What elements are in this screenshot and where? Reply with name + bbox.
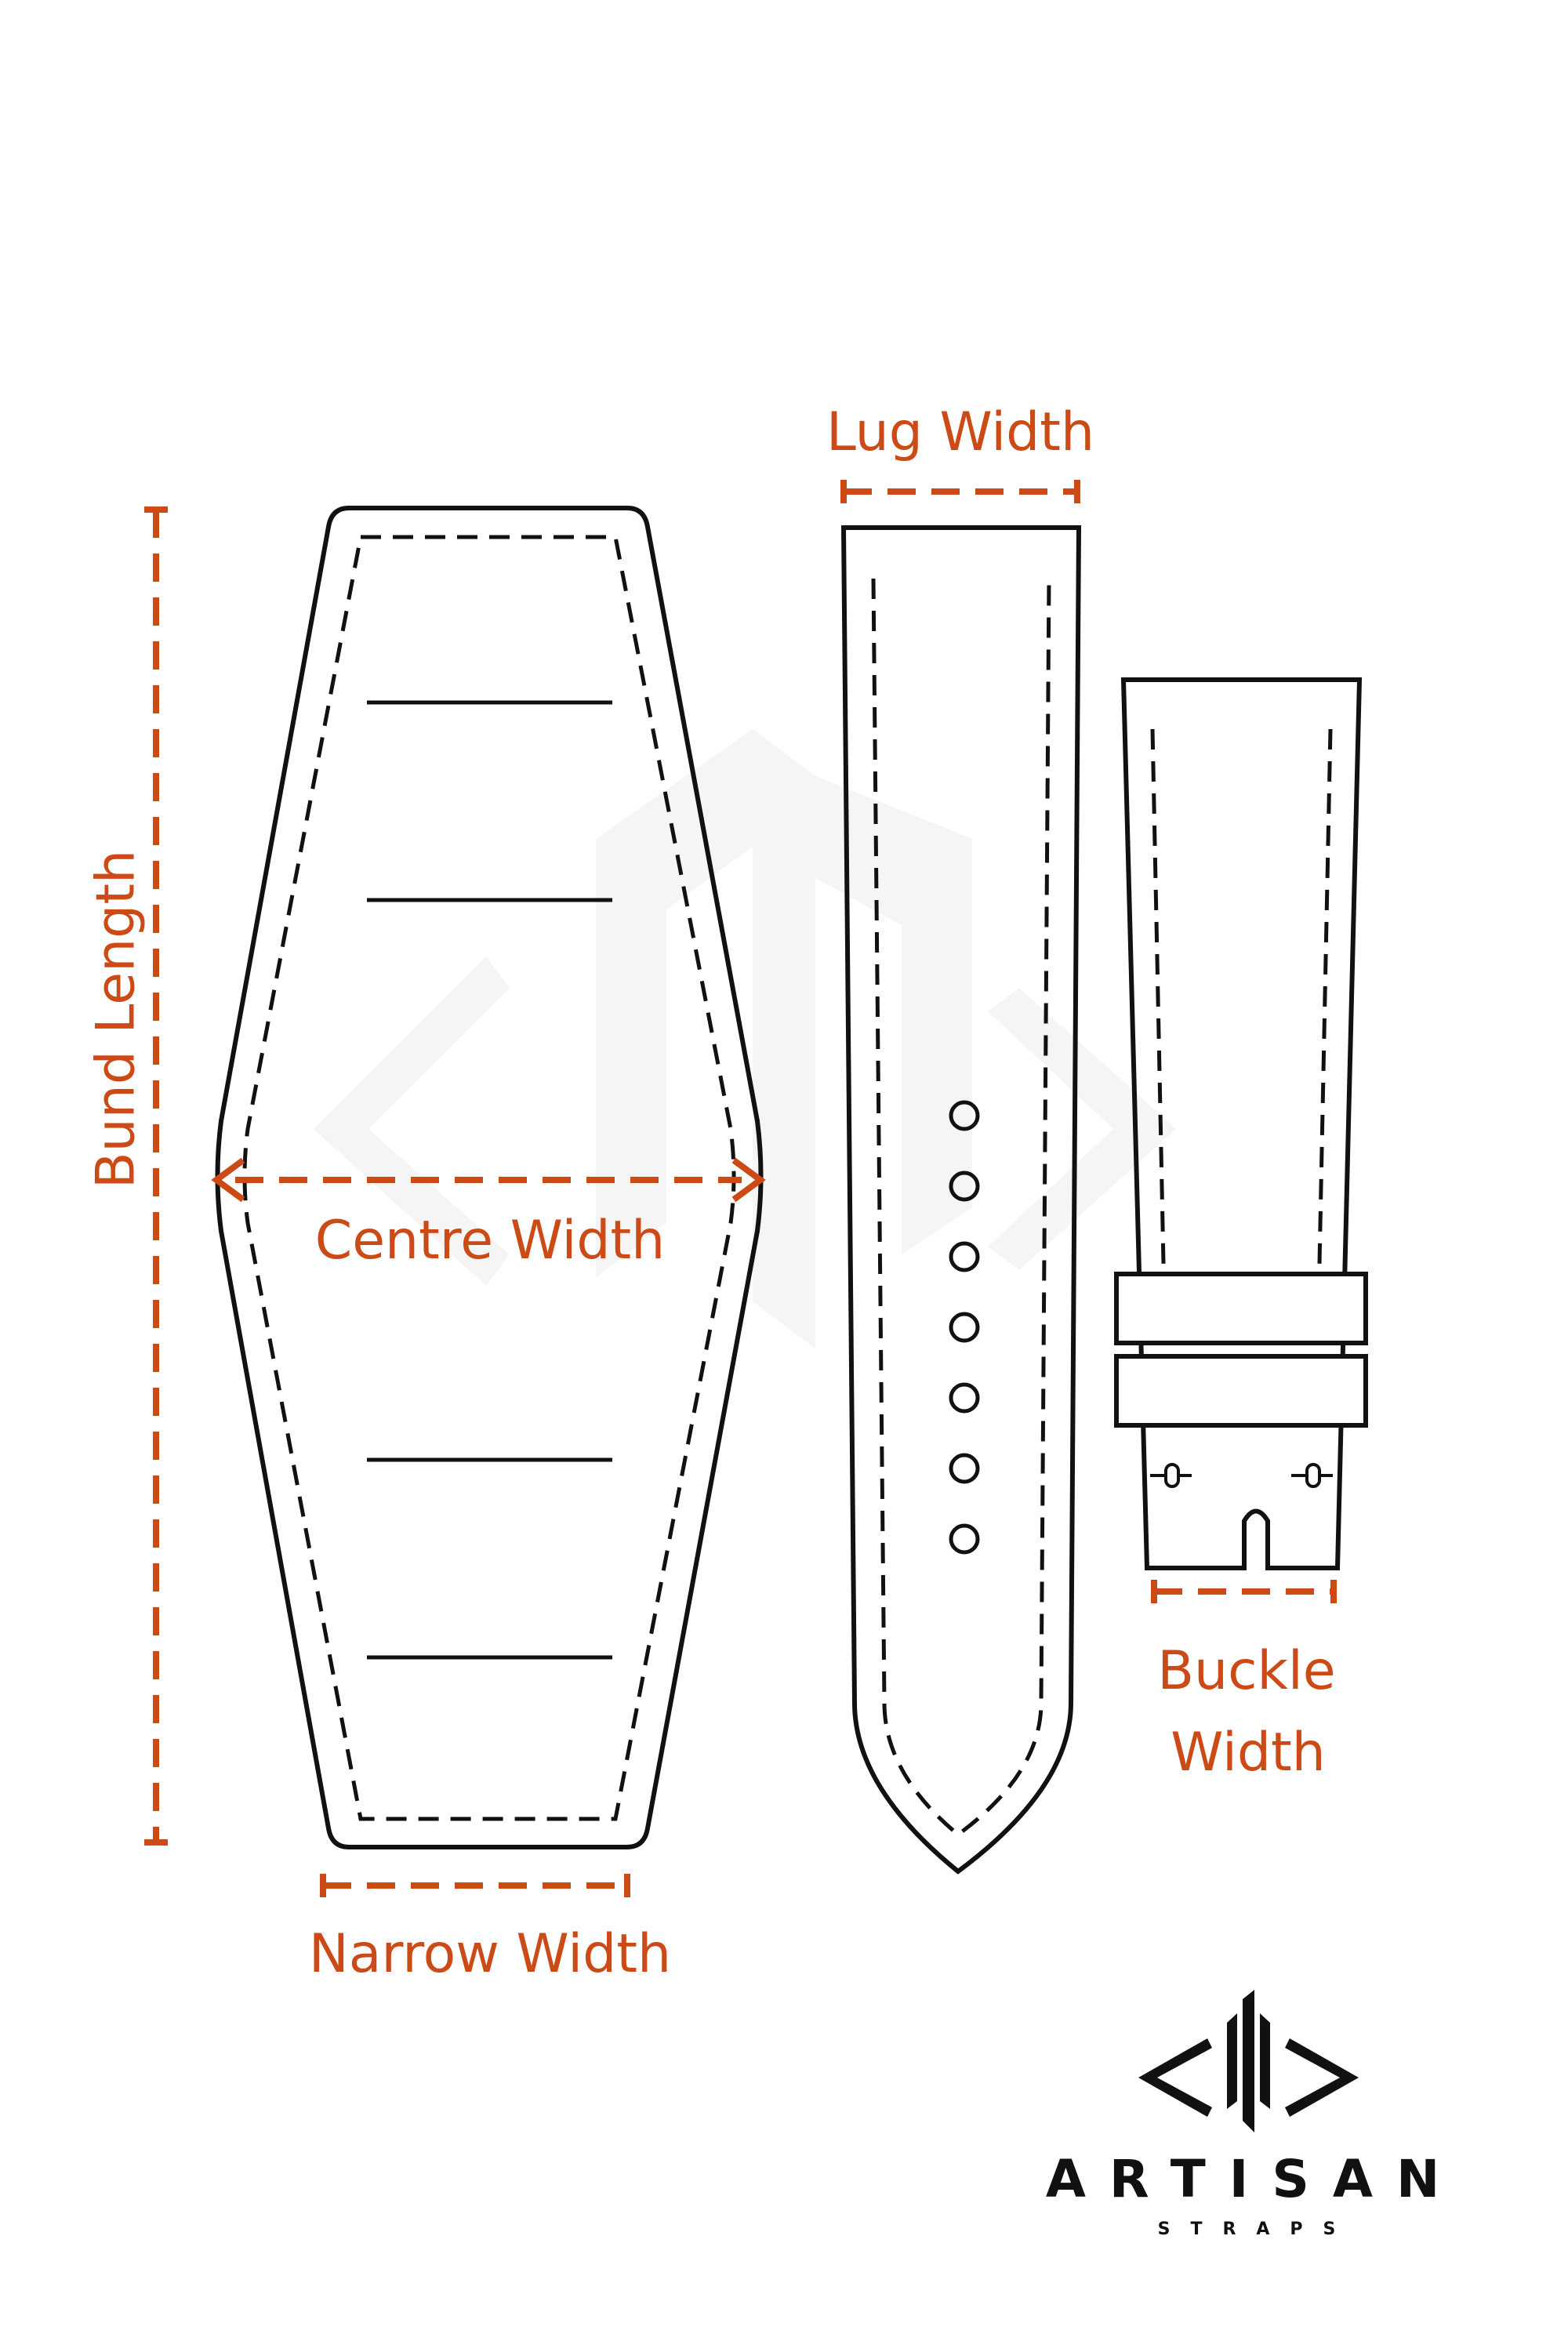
keeper-loop-1 bbox=[1114, 1272, 1368, 1345]
strap-hole bbox=[949, 1100, 980, 1131]
buckle-width-label-line2: Width bbox=[1171, 1722, 1326, 1784]
buckle-pin-holes bbox=[1150, 1463, 1333, 1488]
watermark-logo bbox=[314, 729, 1176, 1348]
bund-outline bbox=[215, 506, 764, 1849]
centre-width-arrow-right bbox=[731, 1157, 766, 1203]
artisan-straps-logo: ARTISAN STRAPS bbox=[1046, 1990, 1463, 2239]
long-strap bbox=[840, 525, 1082, 1875]
logo-brand-text: ARTISAN bbox=[1046, 2149, 1463, 2209]
strap-hole bbox=[949, 1171, 980, 1202]
strap-holes bbox=[949, 1100, 980, 1555]
buckle-width-label-line1: Buckle bbox=[1157, 1640, 1335, 1702]
buckle-strap-outline bbox=[1120, 677, 1363, 1570]
buckle-strap-stitching bbox=[1150, 728, 1333, 1265]
lug-width-label: Lug Width bbox=[826, 401, 1094, 463]
strap-hole bbox=[949, 1523, 980, 1555]
buckle-strap bbox=[1114, 677, 1368, 1570]
keeper-loop-2 bbox=[1114, 1354, 1368, 1428]
centre-width-label: Centre Width bbox=[315, 1210, 666, 1272]
logo-sub-text: STRAPS bbox=[1158, 2220, 1356, 2239]
long-strap-outline bbox=[840, 525, 1082, 1875]
strap-hole bbox=[949, 1382, 980, 1414]
long-strap-stitching bbox=[871, 578, 1051, 1838]
strap-hole bbox=[949, 1453, 980, 1484]
measurements bbox=[144, 480, 1337, 1897]
strap-hole bbox=[949, 1312, 980, 1343]
logo-emblem bbox=[1138, 1990, 1359, 2132]
bund-length-label: Bund Length bbox=[85, 850, 147, 1189]
bund-strap bbox=[215, 506, 764, 1849]
centre-width-arrow-left bbox=[211, 1157, 245, 1203]
strap-hole bbox=[949, 1241, 980, 1272]
narrow-width-label: Narrow Width bbox=[309, 1923, 671, 1985]
bund-stitching bbox=[242, 535, 736, 1821]
